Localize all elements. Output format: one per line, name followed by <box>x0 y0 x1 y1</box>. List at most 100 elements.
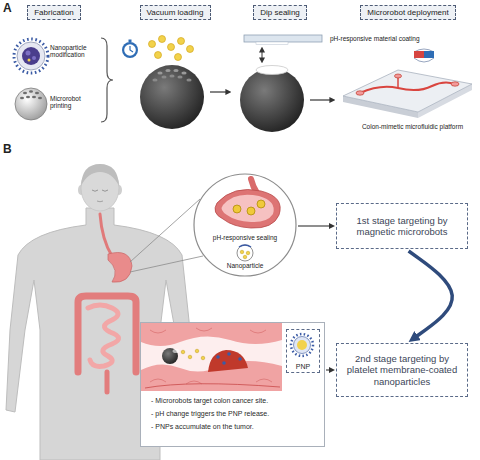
microfluidic-chip <box>360 82 455 93</box>
microrobot-loaded <box>157 72 162 75</box>
human-body <box>92 190 98 191</box>
microfluidic-chip <box>356 91 364 95</box>
stage-box: 2nd stage targeting by platelet membrane… <box>336 343 468 397</box>
coating-slide <box>244 35 322 42</box>
brace <box>101 38 113 122</box>
colon-illustration <box>208 350 248 372</box>
microfluidic-chip <box>451 82 459 86</box>
colon-illustration <box>195 349 199 353</box>
nanoparticle-dot <box>240 250 244 254</box>
step-header: Dip sealing <box>253 5 307 20</box>
panel-letter: B <box>3 143 17 157</box>
node-text: Dip sealing <box>260 9 300 17</box>
microrobot-loaded <box>177 76 182 79</box>
nanoparticle-icon <box>17 42 45 70</box>
drug-particles <box>175 54 182 61</box>
digestive-organs <box>78 296 136 372</box>
coating-slide <box>244 35 322 45</box>
coating-slide <box>256 42 288 45</box>
drug-particles <box>149 36 194 61</box>
microrobot-sphere <box>15 88 47 120</box>
stomach-drawing <box>222 195 274 222</box>
magnet-icon <box>414 49 434 62</box>
node-text: 2nd stage targeting by platelet membrane… <box>344 353 460 387</box>
colon-illustration <box>141 323 282 391</box>
node-text: PNP <box>287 363 319 370</box>
stage-box: 1st stage targeting by magnetic microrob… <box>336 203 468 249</box>
colon-inset: - Microrobots target colon cancer site.-… <box>140 322 325 447</box>
human-body <box>97 201 103 203</box>
microrobot-loaded <box>186 79 191 82</box>
drug-particles <box>168 44 175 51</box>
node-text: Nanoparticle <box>226 262 265 269</box>
pnp-particle <box>297 340 307 350</box>
microrobot-loaded <box>140 65 204 129</box>
stomach-drawing <box>215 190 280 229</box>
panel-letter: A <box>3 2 17 16</box>
colon-illustration <box>140 322 323 447</box>
zoom-leader <box>130 199 203 272</box>
microrobot-dot <box>247 207 255 215</box>
colon-illustration <box>181 350 185 354</box>
colon-illustration <box>140 322 323 447</box>
drug-particles <box>149 41 156 48</box>
nanoparticle-dot <box>243 255 247 259</box>
magnet-icon <box>414 58 434 62</box>
step-header: Vacuum loading <box>140 5 211 20</box>
microfluidic-chip <box>397 77 399 88</box>
nanoparticle-icon <box>26 51 31 56</box>
colon-illustration <box>238 357 242 361</box>
microrobot-loaded <box>140 65 204 129</box>
digestive-organs <box>105 372 110 392</box>
connector-arrow <box>326 369 330 370</box>
node-text: pH-responsive sealing <box>193 234 297 241</box>
node-text: 1st stage targeting by magnetic microrob… <box>344 215 460 238</box>
microrobot-loaded <box>169 75 174 78</box>
nanoparticle-icon <box>14 39 48 73</box>
microrobot-sphere <box>35 92 39 94</box>
nanoparticle-icon <box>22 47 40 65</box>
microrobot-sealed <box>240 68 304 132</box>
step-header: Fabrication <box>27 5 81 20</box>
bullet-note: - pH change triggers the PNP release. <box>151 410 269 418</box>
nanoparticle-dot <box>246 251 250 255</box>
colon-illustration <box>201 356 205 360</box>
digestive-organs <box>108 253 132 283</box>
microrobot-sphere <box>26 96 30 98</box>
clock-icon <box>122 42 138 58</box>
microfluidic-chip <box>343 70 472 118</box>
sealed-sphere <box>239 245 251 247</box>
node-text: Vacuum loading <box>147 9 204 17</box>
clock-icon <box>124 44 136 56</box>
microrobot-loaded <box>165 69 170 72</box>
microrobot-loaded <box>161 76 166 79</box>
clock-icon <box>129 40 132 43</box>
dip-arrow <box>262 52 263 58</box>
colon-illustration <box>222 361 226 365</box>
microfluidic-chip <box>343 70 472 112</box>
colon-illustration <box>150 328 266 333</box>
bullet-note: - PNPs accumulate on the tumor. <box>151 423 254 431</box>
node-text: pH-responsive sealing <box>212 234 278 241</box>
node-text: Microrobot deployment <box>367 9 448 17</box>
microrobot-sealed <box>256 66 288 75</box>
node-text: Nanoparticle <box>193 262 297 269</box>
step-arrow <box>210 91 226 92</box>
pnp-particle <box>291 334 313 356</box>
drug-particles <box>178 38 185 45</box>
part-label: Nanoparticle modification <box>50 44 99 59</box>
colon-illustration <box>227 352 231 356</box>
colon-illustration <box>150 379 272 384</box>
human-body <box>81 164 119 186</box>
digestive-organs <box>78 214 136 392</box>
zoom-circle: pH-responsive sealingNanoparticle <box>193 173 297 277</box>
node-text: Fabrication <box>34 9 74 17</box>
pnp-box: PNP <box>286 329 320 373</box>
colon-illustration <box>141 323 282 346</box>
magnet-icon <box>424 51 434 58</box>
microrobot-sphere <box>38 97 42 99</box>
microrobot-dot <box>257 200 265 208</box>
drug-particles <box>187 46 194 53</box>
zoom-leader <box>130 256 203 272</box>
